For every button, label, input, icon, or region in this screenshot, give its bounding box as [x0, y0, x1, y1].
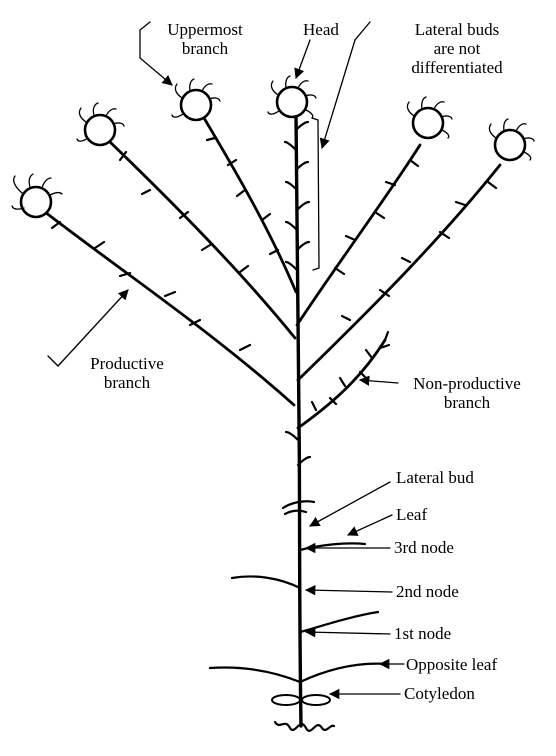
label-cotyledon: Cotyledon [404, 684, 475, 703]
lateral-buds-bracket [312, 118, 319, 270]
roots [275, 722, 334, 731]
label-1st-node: 1st node [394, 624, 451, 643]
callout-head [296, 40, 310, 78]
label-2nd-node: 2nd node [396, 582, 459, 601]
branch-right [297, 145, 420, 325]
label-lateral-bud: Lateral bud [396, 468, 474, 487]
callout-leaf [348, 515, 392, 535]
label-head: Head [303, 20, 339, 39]
head-uppermost [172, 79, 220, 120]
callout-2nd-node [306, 590, 392, 592]
branch-uppermost [204, 118, 296, 292]
head-left [77, 103, 124, 145]
label-3rd-node: 3rd node [394, 538, 454, 557]
non-productive-tip [312, 332, 389, 410]
head-right [407, 97, 452, 138]
callout-lateral-buds [322, 22, 370, 148]
leaf-1st-node [300, 612, 378, 632]
head-far-right [489, 119, 534, 160]
callout-lateral-bud [310, 482, 390, 526]
branch-left [110, 142, 295, 338]
leaf-2nd-node [232, 576, 300, 588]
head-center [268, 76, 316, 118]
head-far-left [12, 174, 62, 217]
branch-far-right [298, 165, 500, 380]
leaf-3rd-node [300, 543, 365, 550]
branch-non-productive [298, 340, 385, 428]
label-leaf: Leaf [396, 505, 427, 524]
label-opposite-leaf: Opposite leaf [406, 655, 497, 674]
callout-1st-node [306, 632, 390, 634]
